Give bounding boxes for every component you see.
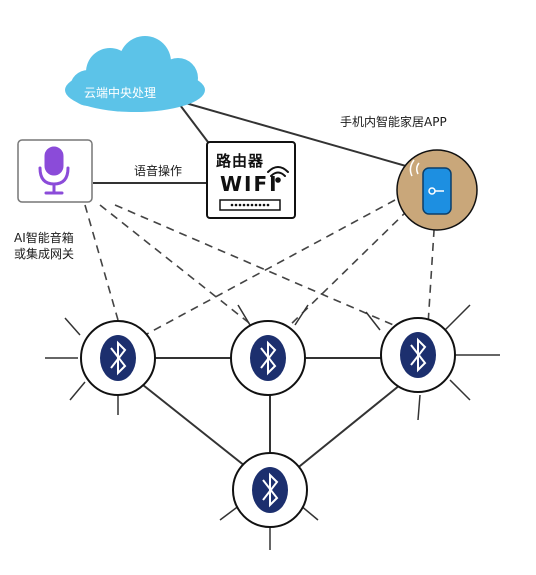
solid-links bbox=[93, 99, 421, 471]
router-box bbox=[206, 141, 296, 219]
microphone-icon bbox=[38, 146, 70, 195]
phone-app-node bbox=[396, 149, 478, 231]
router-title: 路由器 bbox=[216, 152, 265, 170]
router-leds bbox=[230, 203, 270, 207]
bluetooth-node-right bbox=[380, 317, 456, 393]
cloud-label: 云端中央处理 bbox=[84, 86, 157, 100]
bluetooth-node-center bbox=[230, 320, 306, 396]
wifi-icon bbox=[267, 166, 289, 183]
node-spokes bbox=[45, 304, 500, 550]
phone-app-label: 手机内智能家居APP bbox=[340, 115, 447, 129]
dashed-links bbox=[84, 199, 436, 336]
speaker-label-line2: 或集成网关 bbox=[14, 247, 75, 261]
voice-link-label: 语音操作 bbox=[134, 164, 183, 178]
phone-icon bbox=[409, 159, 452, 215]
speaker-label-line1: AI智能音箱 bbox=[14, 231, 74, 245]
ai-speaker-box bbox=[17, 139, 93, 203]
router-wifi-text: WIFI bbox=[220, 172, 279, 196]
cloud-shape bbox=[65, 36, 205, 112]
bluetooth-node-left bbox=[80, 320, 156, 396]
bluetooth-node-bottom bbox=[232, 452, 308, 528]
